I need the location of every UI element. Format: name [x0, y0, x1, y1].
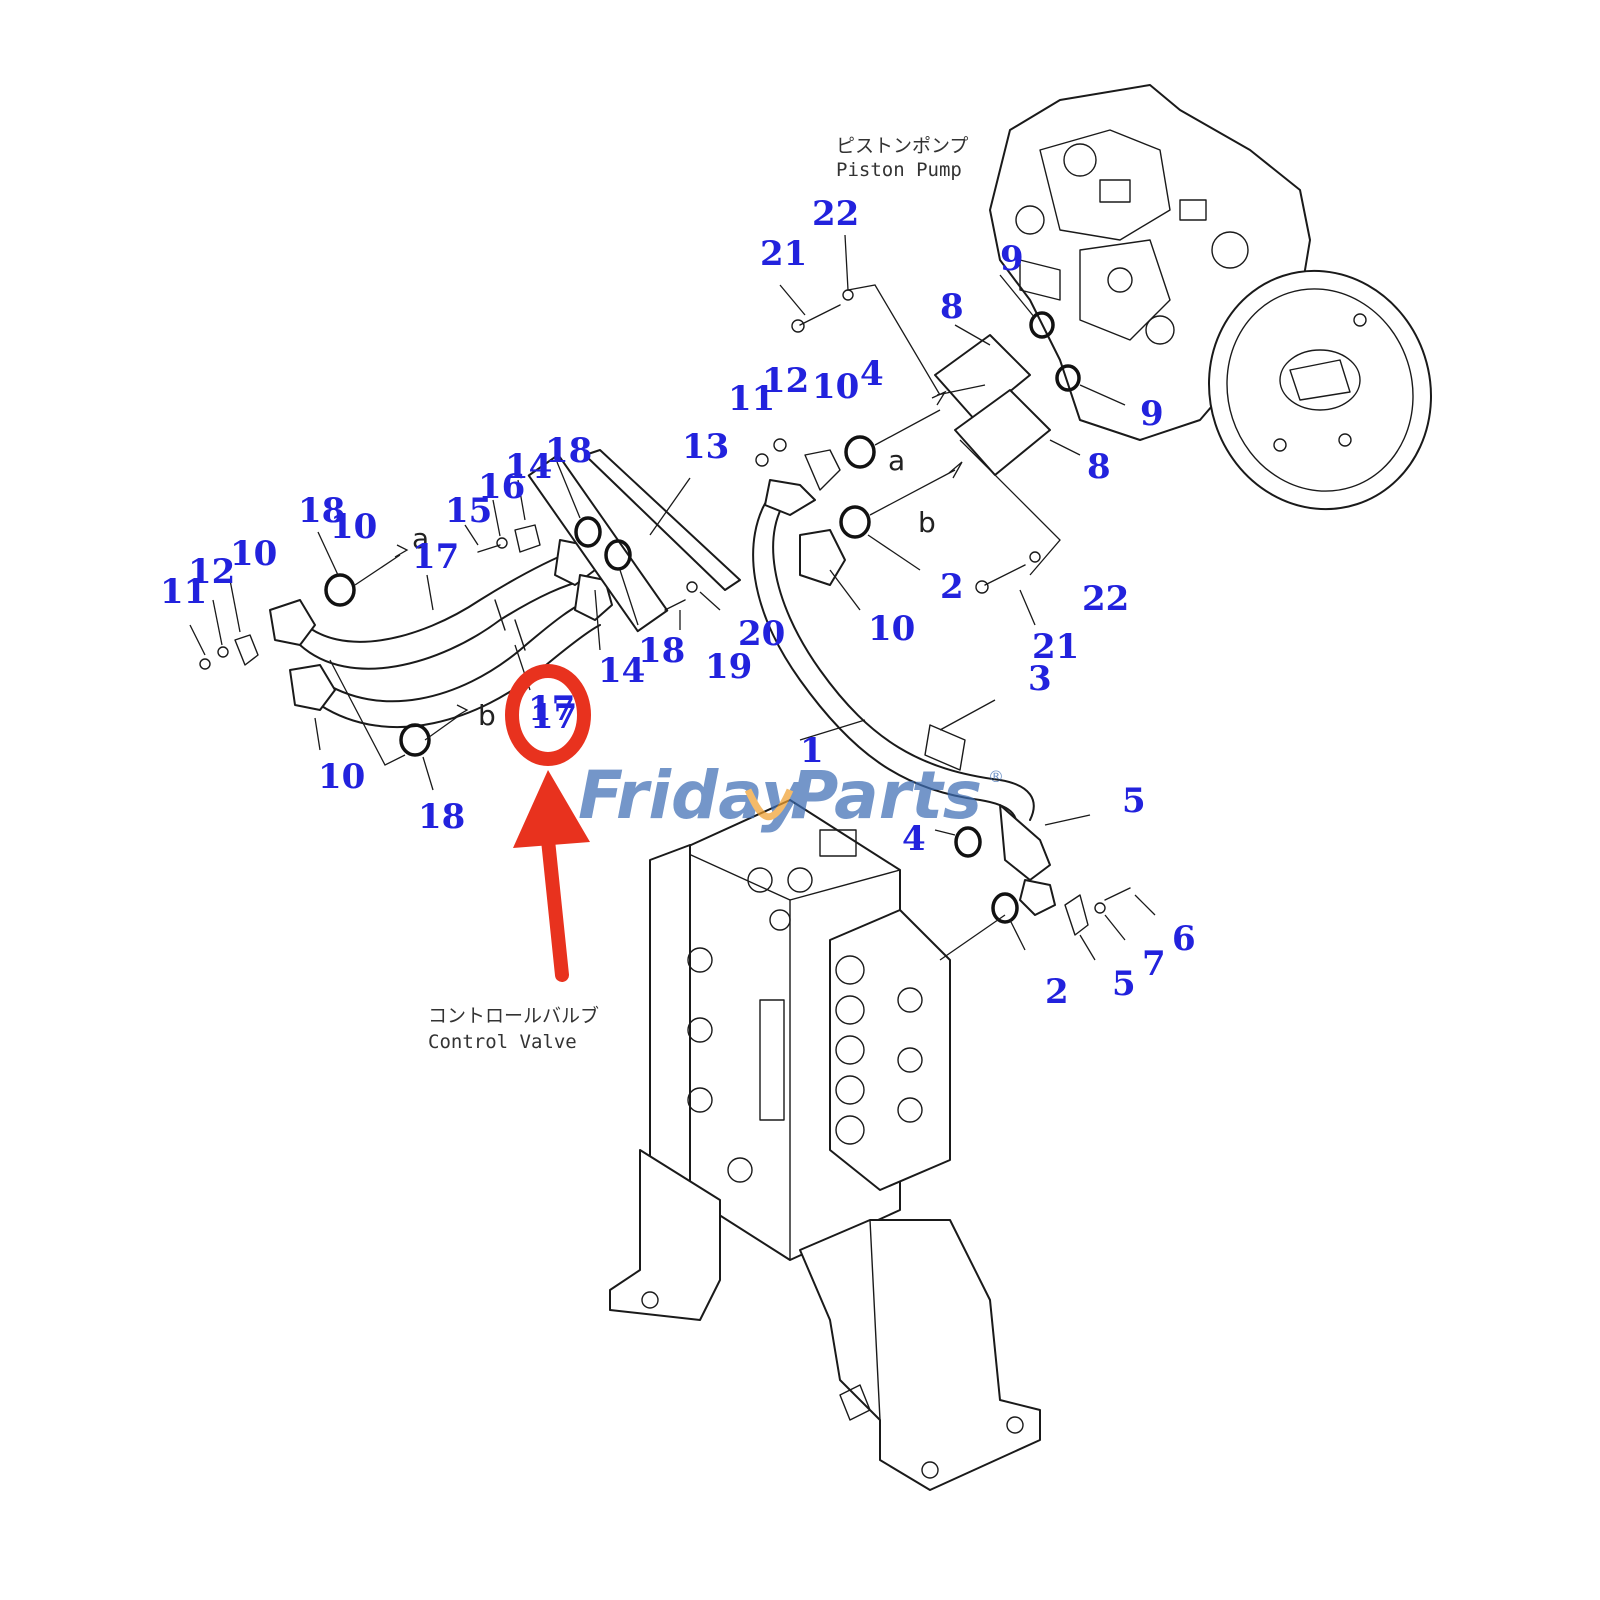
o-ring-9a	[1029, 311, 1055, 339]
callout: 10	[318, 757, 365, 797]
port-b-left: b	[478, 699, 496, 732]
callout: 2	[1045, 972, 1069, 1012]
callout: 13	[682, 427, 729, 467]
callout: 11	[728, 379, 775, 419]
callout: 18	[418, 797, 465, 837]
callout: 4	[902, 819, 926, 859]
pump-label-jp: ピストンポンプ	[836, 135, 968, 157]
callout: 10	[868, 609, 915, 649]
callout: 3	[1028, 659, 1052, 699]
piston-pump	[989, 84, 1432, 511]
o-ring-9b	[1055, 364, 1081, 392]
o-ring-18d	[604, 539, 632, 571]
callout: 18	[638, 631, 685, 671]
o-ring-2b	[991, 892, 1019, 924]
callout: 8	[1087, 447, 1111, 487]
control-valve	[609, 799, 1041, 1491]
callout: 18	[545, 431, 592, 471]
callout: 9	[1000, 239, 1024, 279]
valve-label-jp: コントロールバルブ	[428, 1004, 599, 1027]
callout: 10	[330, 507, 377, 547]
watermark-registered: ®	[988, 767, 1004, 786]
callout: 17	[528, 689, 575, 729]
hose-1-3	[752, 479, 1056, 916]
callout: 21	[1032, 627, 1079, 667]
o-ring-18a	[324, 573, 356, 607]
highlight-arrow-shaft	[541, 833, 569, 982]
o-ring-4b	[954, 826, 982, 858]
callout: 11	[160, 572, 207, 612]
callout: 5	[1122, 781, 1146, 821]
callout: 2	[940, 567, 964, 607]
highlight-arrow-head	[513, 770, 590, 848]
plate-13	[584, 449, 741, 591]
o-ring-2a	[839, 505, 871, 539]
callout: 21	[760, 234, 807, 274]
callout: 9	[1140, 394, 1164, 434]
callout: 7	[1142, 944, 1166, 984]
pump-label-en: Piston Pump	[836, 159, 962, 181]
o-ring-18c	[574, 516, 602, 548]
watermark-swoosh	[744, 788, 794, 821]
callout: 18	[298, 491, 345, 531]
o-ring-4a	[844, 435, 876, 469]
watermark: Friday Parts ®	[578, 757, 1004, 834]
watermark-friday: Friday	[578, 757, 807, 834]
callout: 20	[738, 614, 785, 654]
callout: 10	[812, 367, 859, 407]
callout: 12	[762, 361, 809, 401]
callout: 14	[598, 651, 645, 691]
port-b-right: b	[918, 506, 936, 539]
o-rings	[324, 311, 1081, 924]
leader-lines	[189, 234, 1156, 961]
callout: 5	[1112, 964, 1136, 1004]
callout: 1	[800, 731, 824, 771]
callout-numbers: 1 2 2 3 4 4 5 5 6 7 8 8 9 9 10 10 10 10 …	[160, 194, 1196, 1012]
port-a-left: a	[412, 522, 429, 555]
callout: 22	[1082, 579, 1129, 619]
callout: 4	[860, 354, 884, 394]
callout: 15	[445, 491, 492, 531]
callout: 8	[940, 287, 964, 327]
callout: 22	[812, 194, 859, 234]
port-a-right: a	[888, 444, 905, 477]
callout: 16	[478, 467, 525, 507]
callout: 6	[1172, 919, 1196, 959]
callout: 14	[505, 447, 552, 487]
callout: 10	[230, 534, 277, 574]
callout: 12	[188, 552, 235, 592]
highlighted-part-number: 17	[530, 697, 577, 737]
o-ring-18b	[399, 723, 431, 757]
highlight-ring	[505, 664, 591, 766]
callout: 19	[705, 647, 752, 687]
highlight-marker: 17	[505, 664, 591, 982]
plate-13-body	[527, 453, 669, 633]
flanges-8	[934, 334, 1051, 476]
watermark-parts: Parts	[790, 757, 982, 834]
callout: 17	[412, 537, 459, 577]
valve-label-en: Control Valve	[428, 1031, 577, 1053]
valve-spools	[687, 829, 923, 1183]
